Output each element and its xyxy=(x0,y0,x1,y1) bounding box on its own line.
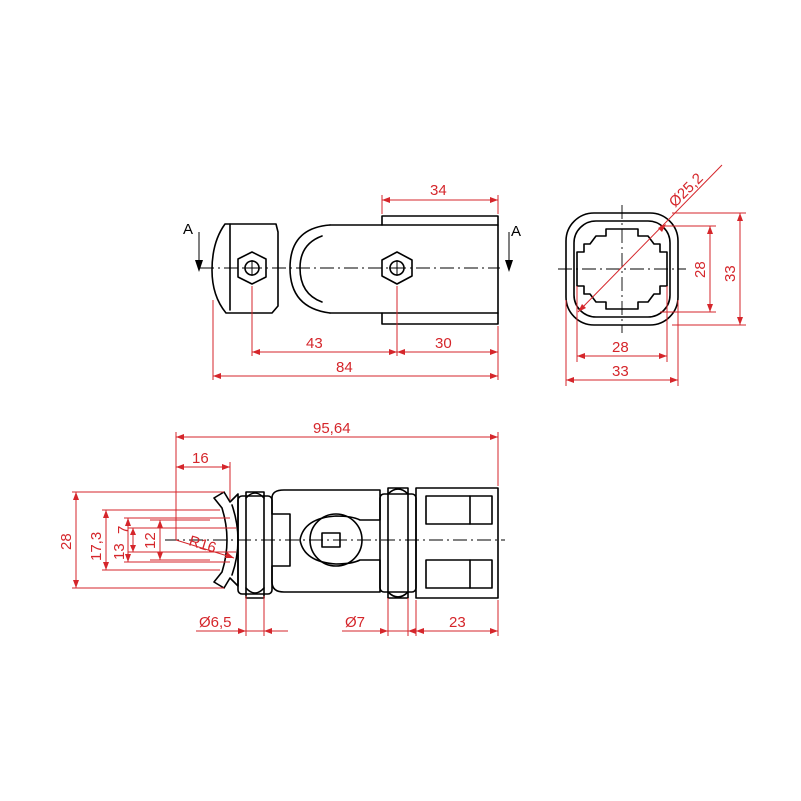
dim-30-text: 30 xyxy=(435,335,452,352)
dim-95-arrow-left xyxy=(176,434,184,440)
dim-7-text: 7 xyxy=(115,526,132,534)
dim-17-arrow-top xyxy=(103,510,109,518)
dim-dia-arrow-1 xyxy=(578,304,586,312)
dim-28v-arrow-bottom xyxy=(707,304,713,312)
tube-sleeve xyxy=(415,487,499,599)
dim-d65-arrow-right xyxy=(264,628,272,634)
dim-33h-arrow-right xyxy=(670,377,678,383)
right-bolt-head-bottom xyxy=(387,591,409,598)
end-inner-profile xyxy=(573,220,671,318)
dim-43-arrow-right xyxy=(389,349,397,355)
dim-28-arrow-bottom xyxy=(73,580,79,588)
section-a-right-arrow xyxy=(505,260,513,272)
dim-28v-arrow-top xyxy=(707,226,713,234)
section-a-left-arrow xyxy=(195,260,203,272)
hinge-knuckle xyxy=(289,224,331,314)
dim-23-arrow-right xyxy=(490,628,498,634)
dim-r16-arrow xyxy=(225,552,234,558)
dim-34-arrow-left xyxy=(382,197,390,203)
dim-95-arrow-right xyxy=(490,434,498,440)
section-a-left-label: A xyxy=(183,221,193,238)
dim-23-arrow-left xyxy=(416,628,424,634)
dim-84-arrow-left xyxy=(213,373,221,379)
dim-d65-text: Ø6,5 xyxy=(199,614,232,631)
end-view: Ø25,2 28 33 28 33 xyxy=(558,164,746,386)
dim-16-arrow-left xyxy=(176,464,184,470)
dim-43-arrow-left xyxy=(252,349,260,355)
dim-84-arrow-right xyxy=(490,373,498,379)
right-bolt-shaft xyxy=(387,487,409,599)
dim-13-arrow-bottom xyxy=(125,554,131,562)
dim-dia-line xyxy=(577,164,723,313)
dim-d7-arrow-left xyxy=(380,628,388,634)
tube-sleeve-body xyxy=(329,215,499,325)
tube-inner-top xyxy=(425,495,493,525)
dim-28-text: 28 xyxy=(58,533,75,550)
front-view: A A 34 43 30 84 xyxy=(183,182,521,380)
dim-dia-text: Ø25,2 xyxy=(666,170,707,211)
hinge-knuckle-inner xyxy=(299,235,323,303)
top-view: 95,64 16 28 17,3 13 xyxy=(58,420,505,636)
dim-12-arrow-bottom xyxy=(157,552,163,560)
dim-33v-arrow-top xyxy=(737,213,743,221)
dim-28h-text: 28 xyxy=(612,339,629,356)
dim-33h-arrow-left xyxy=(566,377,574,383)
dim-r16-leader xyxy=(175,539,235,559)
left-bolt-head-top xyxy=(245,492,265,499)
dim-7-arrow-top xyxy=(130,528,136,535)
hinge-body xyxy=(271,489,381,593)
dim-28v-text: 28 xyxy=(692,261,709,278)
right-bolt-head-top xyxy=(387,488,409,495)
dim-28-arrow-top xyxy=(73,492,79,500)
left-bolt-block xyxy=(237,495,273,595)
dim-r16-text: R16 xyxy=(187,533,218,557)
dim-12-arrow-top xyxy=(157,520,163,528)
dim-17-arrow-bottom xyxy=(103,562,109,570)
left-bolt-shaft xyxy=(245,491,265,599)
dim-d65-arrow-left xyxy=(238,628,246,634)
dim-16-text: 16 xyxy=(192,450,209,467)
dim-7-arrow-bottom xyxy=(130,545,136,552)
tube-inner-bottom xyxy=(425,559,493,589)
dim-34-arrow-right xyxy=(490,197,498,203)
dim-34-text: 34 xyxy=(430,182,447,199)
dim-33v-text: 33 xyxy=(722,265,739,282)
dim-28h-arrow-right xyxy=(659,353,667,359)
dim-30-arrow-left xyxy=(397,349,405,355)
dim-d7-text: Ø7 xyxy=(345,614,365,631)
right-bolt-block xyxy=(379,493,417,593)
dim-13-arrow-top xyxy=(125,518,131,526)
dim-95-text: 95,64 xyxy=(313,420,351,437)
dim-16-arrow-right xyxy=(222,464,230,470)
end-bore-profile xyxy=(576,228,668,310)
left-clamp-body xyxy=(211,223,279,314)
dim-33h-text: 33 xyxy=(612,363,629,380)
dim-12-text: 12 xyxy=(142,532,159,549)
dim-33v-arrow-bottom xyxy=(737,317,743,325)
dim-30-arrow-right xyxy=(490,349,498,355)
section-a-right-label: A xyxy=(511,223,521,240)
dim-13-text: 13 xyxy=(111,543,128,560)
dim-43-text: 43 xyxy=(306,335,323,352)
dim-84-text: 84 xyxy=(336,359,353,376)
dim-28h-arrow-left xyxy=(577,353,585,359)
dim-17-text: 17,3 xyxy=(88,532,105,561)
dim-23-text: 23 xyxy=(449,614,466,631)
left-bolt-head-bottom xyxy=(245,587,265,594)
dim-d7-arrow-right xyxy=(408,628,416,634)
